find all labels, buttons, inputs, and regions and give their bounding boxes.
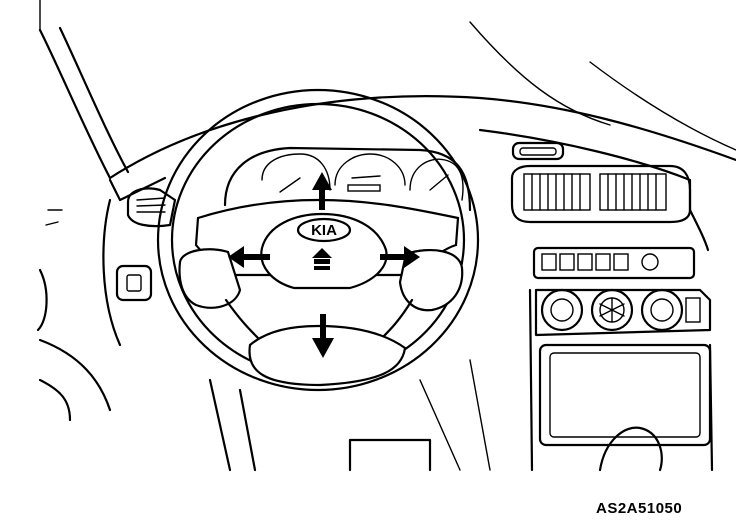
dashboard-outline [36, 21, 736, 422]
arrow-left-icon [228, 246, 270, 268]
kia-logo: KIA [311, 222, 337, 239]
left-air-vent [126, 187, 177, 228]
instrument-cluster [223, 146, 472, 212]
center-vents [510, 141, 692, 224]
climate-control [534, 288, 712, 337]
center-push-icon [312, 248, 332, 270]
a-pillar [38, 0, 130, 180]
figure-code: AS2A51050 [596, 500, 683, 517]
left-switch [115, 264, 153, 302]
switch-panel [532, 246, 696, 280]
radio-bay [528, 288, 714, 472]
arrow-right-icon [380, 246, 420, 268]
steering-column [208, 359, 491, 472]
arrow-up-icon [312, 172, 332, 210]
arrow-down-icon [312, 314, 334, 358]
